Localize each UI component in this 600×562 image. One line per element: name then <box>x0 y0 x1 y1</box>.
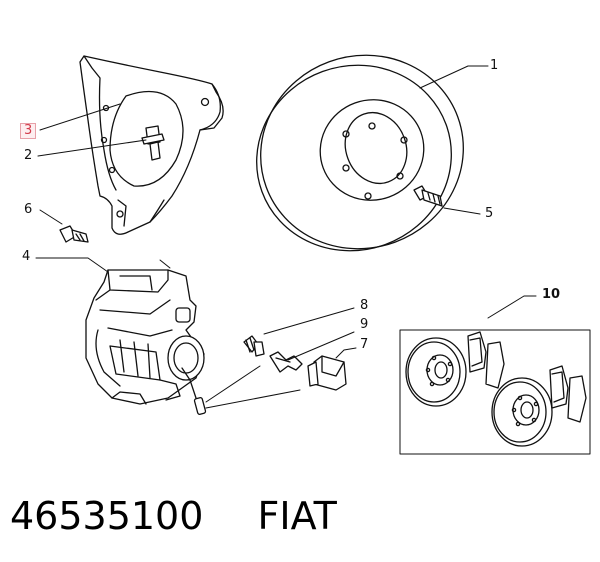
brake-caliper <box>85 269 207 415</box>
leader-lines <box>35 65 537 409</box>
kit-box <box>399 329 591 455</box>
brake-disc <box>256 54 464 252</box>
wheel-stud <box>413 185 443 207</box>
callout-4: 4 <box>22 249 31 264</box>
callout-2: 2 <box>24 148 33 163</box>
brake-exploded-diagram <box>35 54 591 455</box>
pad-spring <box>269 351 303 373</box>
guide-pin <box>243 335 265 357</box>
part-number: 46535100 <box>10 494 204 538</box>
callout-5: 5 <box>485 206 494 221</box>
shield-bolt <box>141 125 165 161</box>
callout-10: 10 <box>542 287 561 302</box>
callout-1: 1 <box>490 58 499 73</box>
part-number-label: 46535100 FIAT <box>10 494 337 538</box>
callout-9: 9 <box>360 317 369 332</box>
callout-7: 7 <box>360 337 369 352</box>
callout-3-highlighted[interactable]: 3 <box>20 123 37 139</box>
brake-pads <box>307 355 347 391</box>
brand-name: FIAT <box>257 494 337 538</box>
callout-8: 8 <box>360 298 369 313</box>
caliper-bolt <box>59 225 89 243</box>
callout-6: 6 <box>24 202 33 217</box>
